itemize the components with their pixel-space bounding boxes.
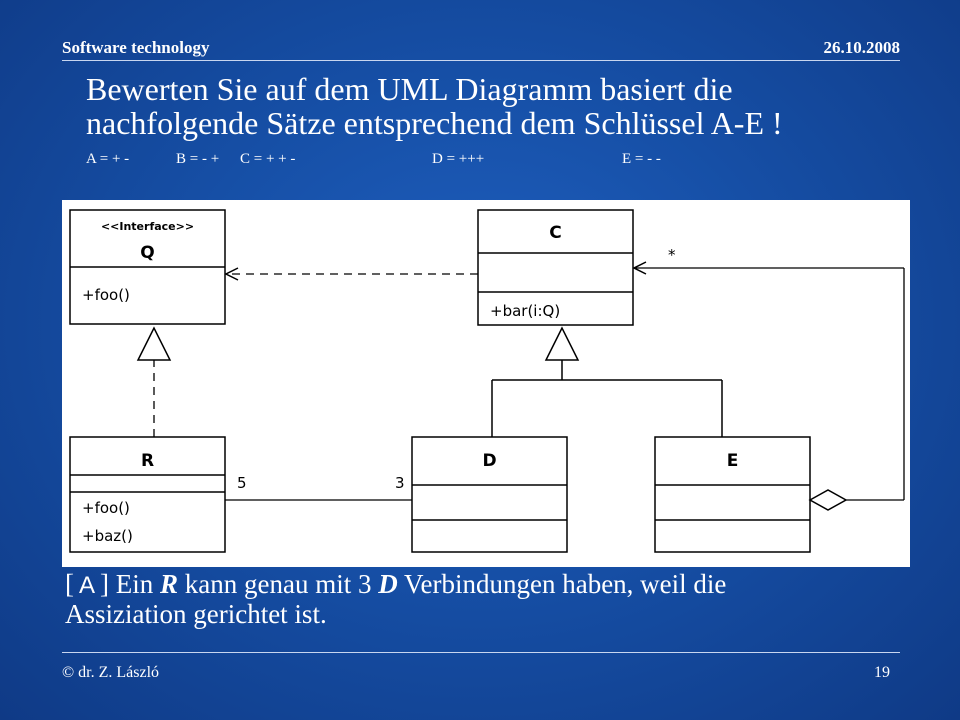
statement-d: D	[378, 569, 398, 599]
multiplicity-d-end: 3	[395, 474, 405, 492]
bracket-open: [	[65, 569, 74, 599]
multiplicity-c-star: *	[668, 246, 676, 264]
r-class-name: R	[141, 451, 154, 471]
title-line-1: Bewerten Sie auf dem UML Diagramm basier…	[86, 71, 733, 107]
class-d: D	[411, 436, 568, 553]
footer-divider	[62, 652, 900, 653]
footer-author: © dr. Z. László	[62, 664, 160, 681]
slide-title: Bewerten Sie auf dem UML Diagramm basier…	[86, 72, 783, 140]
uml-diagram: <<Interface>> Q +foo() C +bar(i:Q) R +fo…	[62, 200, 910, 567]
answer-field[interactable]: A	[78, 572, 95, 599]
uml-canvas: <<Interface>> Q +foo() C +bar(i:Q) R +fo…	[69, 209, 905, 553]
q-class-name: Q	[140, 243, 154, 263]
key-b: B = - +	[176, 151, 220, 167]
aggregation-e-to-c	[634, 268, 905, 511]
statement-line-1: [A] Ein R kann genau mit 3 D Verbindunge…	[65, 570, 905, 600]
statement-text-3: Verbindungen haben, weil die	[397, 569, 727, 599]
q-op-foo: +foo()	[82, 286, 130, 304]
c-class-name: C	[549, 223, 561, 243]
statement: [A] Ein R kann genau mit 3 D Verbindunge…	[65, 570, 905, 629]
statement-text-2: kann genau mit 3	[178, 569, 379, 599]
class-r: R +foo() +baz()	[69, 436, 226, 553]
statement-text-1: Ein	[109, 569, 160, 599]
key-e: E = - -	[622, 151, 661, 167]
key-c: C = + + -	[240, 151, 296, 167]
multiplicity-r-end: 5	[237, 474, 247, 492]
statement-line-2: Assiziation gerichtet ist.	[65, 599, 327, 629]
title-line-2: nachfolgende Sätze entsprechend dem Schl…	[86, 105, 783, 141]
class-c: C +bar(i:Q)	[477, 209, 634, 326]
d-class-name: D	[482, 451, 496, 471]
key-d: D = +++	[432, 151, 485, 167]
statement-r: R	[160, 569, 179, 599]
r-op-foo: +foo()	[82, 499, 130, 517]
c-op-bar: +bar(i:Q)	[490, 302, 560, 320]
bracket-close: ]	[100, 569, 109, 599]
page-number: 19	[874, 664, 890, 681]
class-q: <<Interface>> Q +foo()	[69, 209, 226, 325]
class-e: E	[654, 436, 811, 553]
slide-date: 26.10.2008	[823, 38, 901, 57]
e-class-name: E	[727, 451, 739, 471]
q-stereotype: <<Interface>>	[101, 220, 194, 233]
header-divider	[62, 60, 900, 61]
generalization-d-e-to-c	[491, 326, 723, 437]
r-op-baz: +baz()	[82, 527, 133, 545]
key-a: A = + -	[86, 151, 130, 167]
realization-r-to-q	[136, 326, 172, 437]
course-title: Software technology	[62, 38, 210, 57]
